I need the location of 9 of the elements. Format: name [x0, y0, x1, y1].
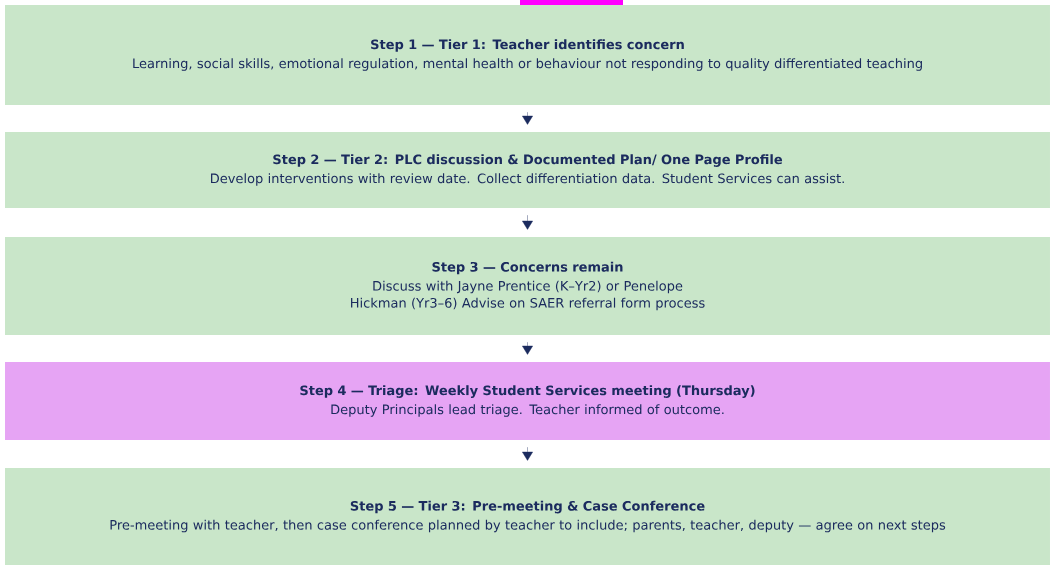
arrow [522, 215, 533, 230]
step-box: Step 4 — Triage: Weekly Student Services meeting (Thursday) Deputy Principals lead triage. Teacher informed of outcome. [5, 362, 1050, 440]
arrow [522, 447, 533, 461]
step-box: Step 5 — Tier 3: Pre-meeting & Case Conference Pre-meeting with teacher, then case conference planned by teacher to include; parents, teacher, deputy — agree on next steps [5, 468, 1050, 565]
step-box: Step 1 — Tier 1: Teacher identifies concern Learning, social skills, emotional regulation, mental health or behaviour not responding to quality differentiated teaching [5, 5, 1050, 105]
step-box: Step 3 — Concerns remain Discuss with Jayne Prentice (K–Yr2) or Penelope Hickman (Yr3–6) Advise on SAER referral form process [5, 237, 1050, 335]
arrow [522, 112, 533, 125]
step-box: Step 2 — Tier 2: PLC discussion & Documented Plan/ One Page Profile Develop interventions with review date. Collect differentiation data. Student Services can assist. [5, 132, 1050, 208]
arrow [522, 342, 533, 355]
